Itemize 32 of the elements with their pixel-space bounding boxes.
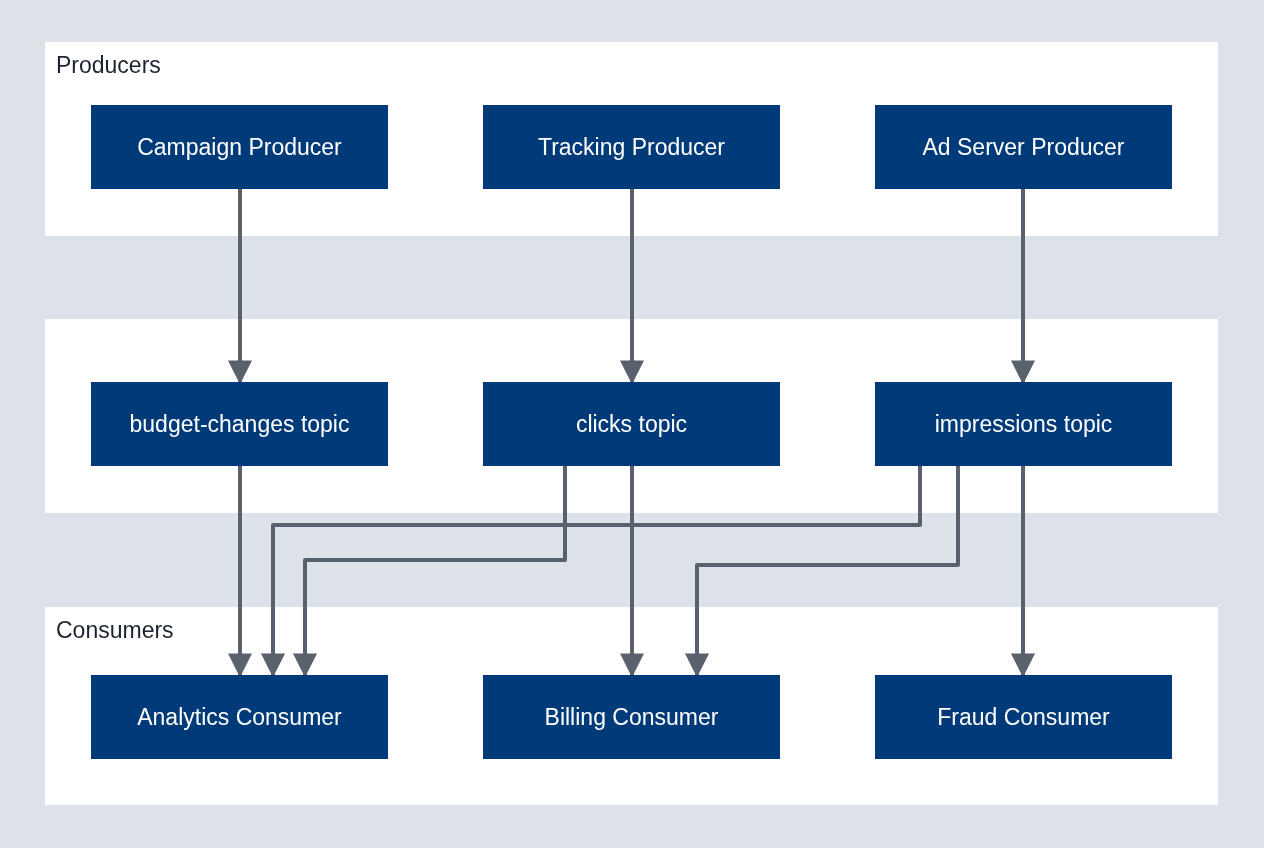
box-label: Campaign Producer (137, 133, 342, 161)
arrow (620, 466, 644, 678)
arrow (228, 466, 252, 678)
group-label: Consumers (56, 617, 174, 644)
arrow (293, 466, 567, 678)
arrow (261, 466, 922, 678)
process-box (91, 675, 388, 759)
process-box (483, 382, 780, 466)
arrow (685, 466, 960, 678)
box-label: Analytics Consumer (137, 703, 342, 731)
process-box (91, 382, 388, 466)
box-label: impressions topic (934, 410, 1113, 438)
group-panel (45, 607, 1218, 805)
process-box (91, 105, 388, 189)
process-box (875, 382, 1172, 466)
box-label: budget-changes topic (129, 410, 350, 438)
group-panel (45, 319, 1218, 513)
process-box (875, 675, 1172, 759)
arrow (1011, 189, 1035, 385)
arrow (228, 189, 252, 385)
arrow (620, 189, 644, 385)
box-label: Tracking Producer (537, 133, 726, 161)
process-box (875, 105, 1172, 189)
arrow (1011, 466, 1035, 678)
group-label: Producers (56, 52, 161, 79)
box-label: Fraud Consumer (937, 703, 1110, 731)
box-label: clicks topic (575, 410, 688, 438)
box-label: Billing Consumer (544, 703, 719, 731)
group-panel (45, 42, 1218, 236)
process-box (483, 105, 780, 189)
box-label: Ad Server Producer (922, 133, 1125, 161)
process-box (483, 675, 780, 759)
